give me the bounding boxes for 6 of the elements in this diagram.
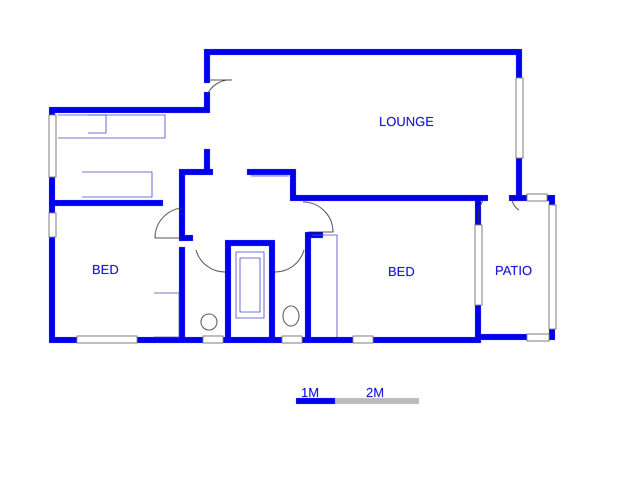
- scale-label: 2M: [366, 386, 384, 400]
- room-label: BED: [388, 265, 415, 279]
- room-label: BED: [92, 263, 119, 277]
- scale-label: 1M: [301, 386, 320, 400]
- room-label: LOUNGE: [379, 115, 434, 129]
- room-label: PATIO: [495, 264, 532, 278]
